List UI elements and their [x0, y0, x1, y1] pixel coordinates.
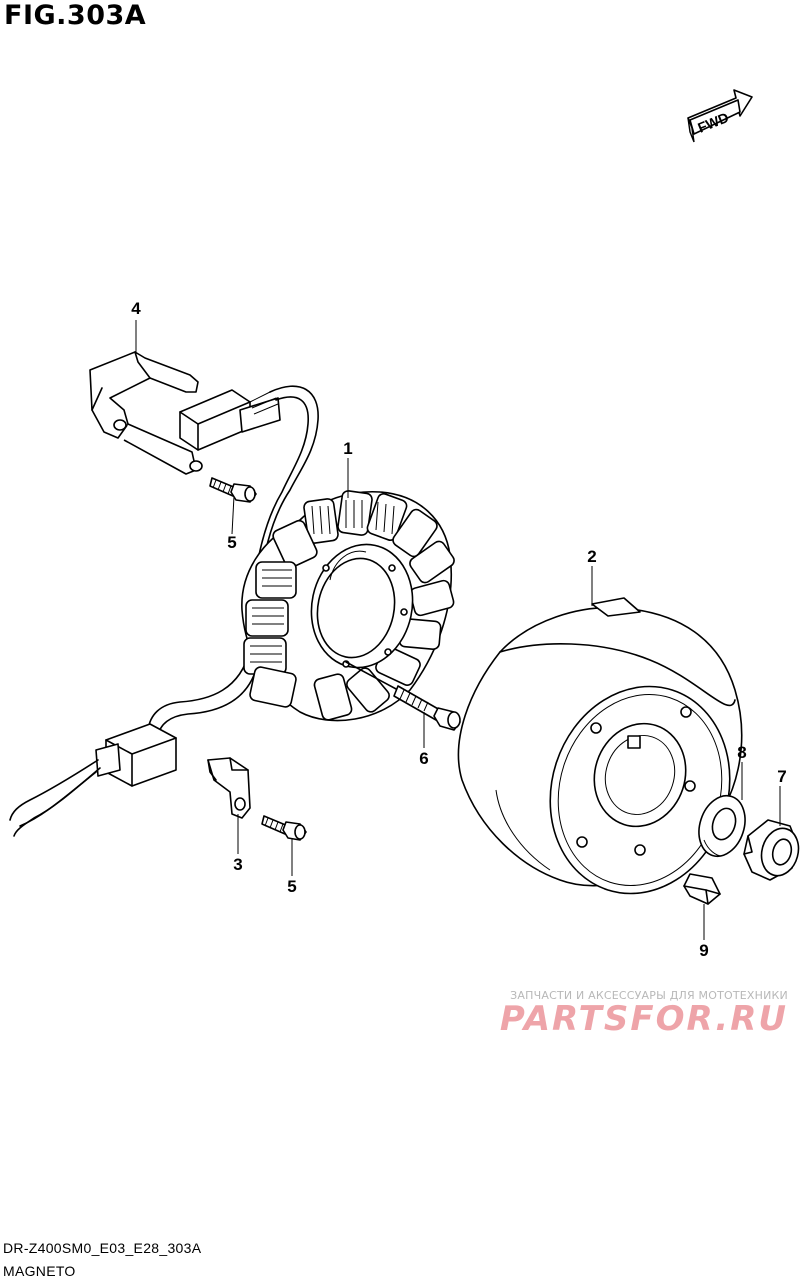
callout-4: 4 — [131, 299, 141, 318]
part-9-key — [683, 873, 721, 905]
callout-5-upper: 5 — [227, 533, 236, 552]
callout-8: 8 — [737, 743, 746, 762]
part-6-bolt — [345, 661, 461, 731]
leader-lines — [135, 320, 781, 940]
callout-5-lower: 5 — [287, 877, 296, 896]
part-5-bolt-lower — [261, 815, 307, 841]
fwd-arrow-icon: FWD — [687, 89, 753, 143]
figure-title: FIG.303A — [4, 0, 147, 31]
part-5-bolt-upper — [209, 477, 257, 503]
callout-2: 2 — [587, 547, 596, 566]
watermark-tagline: ЗАПЧАСТИ И АКСЕССУАРЫ ДЛЯ МОТОТЕХНИКИ — [510, 989, 788, 1002]
part-4-bracket — [89, 351, 281, 475]
callout-1: 1 — [343, 439, 352, 458]
part-1-stator — [241, 490, 455, 722]
callout-9: 9 — [699, 941, 708, 960]
wire-harness — [9, 385, 319, 837]
part-3-clamp — [207, 757, 251, 819]
part-8-washer — [698, 794, 746, 858]
watermark-brand: PARTSFOR.RU — [500, 999, 788, 1039]
model-code: DR-Z400SM0_E03_E28_303A — [3, 1240, 202, 1256]
callout-6: 6 — [419, 749, 428, 768]
part-7-nut — [743, 819, 800, 881]
section-name: MAGNETO — [3, 1263, 76, 1279]
callout-7: 7 — [777, 767, 786, 786]
callout-3: 3 — [233, 855, 242, 874]
part-2-rotor — [457, 597, 743, 895]
